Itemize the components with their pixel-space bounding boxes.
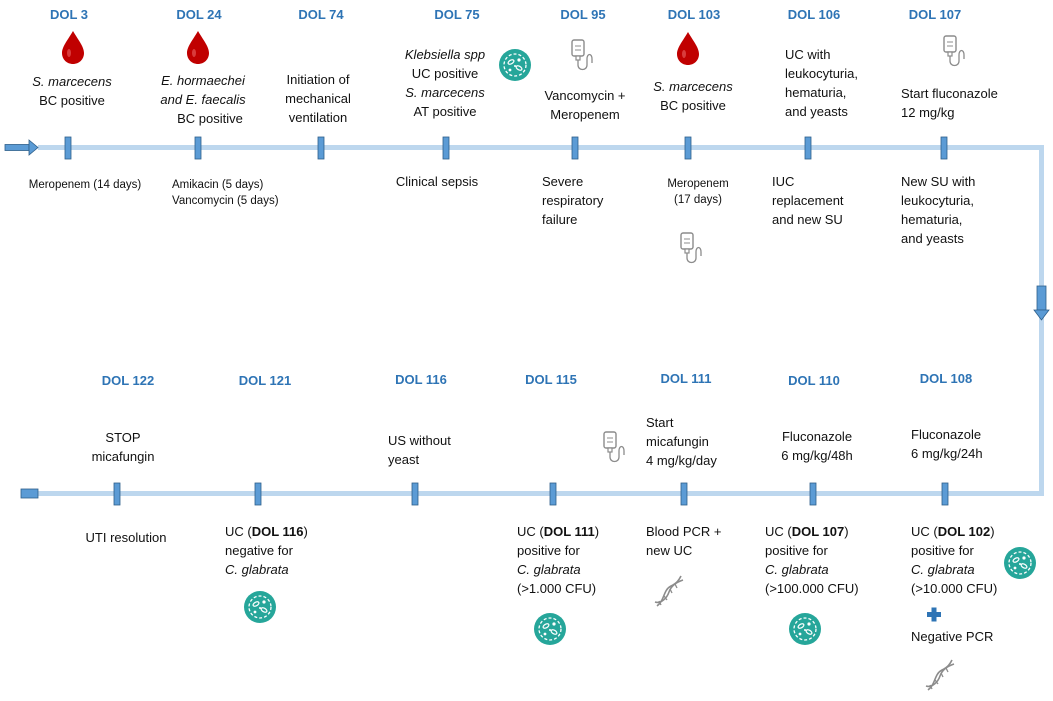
day-label-dol3: DOL 3 <box>49 7 89 22</box>
marker-dol111 <box>680 482 688 506</box>
event-dol108-pcr: Negative PCR <box>911 629 994 644</box>
event-dol95-above: Vancomycin +Meropenem <box>544 88 626 122</box>
event-dol103-below: Meropenem(17 days) <box>667 178 729 206</box>
marker-dol24 <box>194 136 202 160</box>
day-label-dol107: DOL 107 <box>908 7 962 22</box>
dna-icon <box>925 659 955 691</box>
blood-drop-icon <box>677 32 699 65</box>
end-marker-icon <box>20 488 39 499</box>
event-dol111-below: Blood PCR +new UC <box>646 524 722 558</box>
plus-icon <box>927 607 941 622</box>
event-dol121-below: UC (DOL 116) negative for C. glabrata <box>225 524 308 577</box>
day-label-dol103: DOL 103 <box>667 7 721 22</box>
bacteria-icon <box>788 612 822 646</box>
blood-drop-icon <box>187 31 209 64</box>
bacteria-icon <box>533 612 567 646</box>
marker-dol107 <box>940 136 948 160</box>
marker-dol121 <box>254 482 262 506</box>
marker-dol106 <box>804 136 812 160</box>
marker-dol110 <box>809 482 817 506</box>
iv-bag-icon <box>571 39 593 71</box>
day-label-dol122: DOL 122 <box>101 373 155 388</box>
bacteria-icon <box>1003 546 1037 580</box>
event-dol75-below: Clinical sepsis <box>395 174 479 189</box>
iv-bag-icon <box>603 431 625 463</box>
iv-bag-icon <box>680 232 702 264</box>
day-label-dol115: DOL 115 <box>525 372 577 387</box>
start-arrow-icon <box>4 139 39 156</box>
marker-dol122 <box>113 482 121 506</box>
bottom-markers <box>113 482 949 506</box>
marker-dol95 <box>571 136 579 160</box>
event-dol3-below: Meropenem (14 days) <box>28 179 142 191</box>
day-label-dol116: DOL 116 <box>395 372 447 387</box>
event-dol24-below: Amikacin (5 days)Vancomycin (5 days) <box>172 179 279 207</box>
bacteria-icon <box>498 48 532 82</box>
marker-dol74 <box>317 136 325 160</box>
marker-dol75 <box>442 136 450 160</box>
day-label-dol106: DOL 106 <box>787 7 841 22</box>
day-label-dol24: DOL 24 <box>176 7 222 22</box>
bottom-timeline-line <box>38 491 1044 496</box>
day-label-dol75: DOL 75 <box>434 7 480 22</box>
day-label-dol108: DOL 108 <box>919 371 973 386</box>
event-dol115-below: UC (DOL 111) positive for C. glabrata (>… <box>517 524 600 596</box>
event-dol122-below: UTI resolution <box>85 530 167 545</box>
event-dol108-below: UC (DOL 102) positive for C. glabrata (>… <box>911 524 998 596</box>
day-label-dol121: DOL 121 <box>238 373 292 388</box>
marker-dol103 <box>684 136 692 160</box>
iv-bag-icon <box>943 35 965 67</box>
marker-dol3 <box>64 136 72 160</box>
blood-drop-icon <box>62 31 84 64</box>
marker-dol115 <box>549 482 557 506</box>
day-label-dol95: DOL 95 <box>560 7 606 22</box>
marker-dol116 <box>411 482 419 506</box>
bacteria-icon <box>243 590 277 624</box>
dna-icon <box>654 575 684 607</box>
marker-dol108 <box>941 482 949 506</box>
top-timeline-line <box>38 145 1044 150</box>
top-markers <box>64 136 948 160</box>
day-label-dol110: DOL 110 <box>788 373 840 388</box>
event-dol110-below: UC (DOL 107) positive for C. glabrata (>… <box>765 524 859 596</box>
day-label-dol74: DOL 74 <box>298 7 344 22</box>
down-arrow-icon <box>1033 285 1050 321</box>
day-label-dol111: DOL 111 <box>660 371 712 386</box>
